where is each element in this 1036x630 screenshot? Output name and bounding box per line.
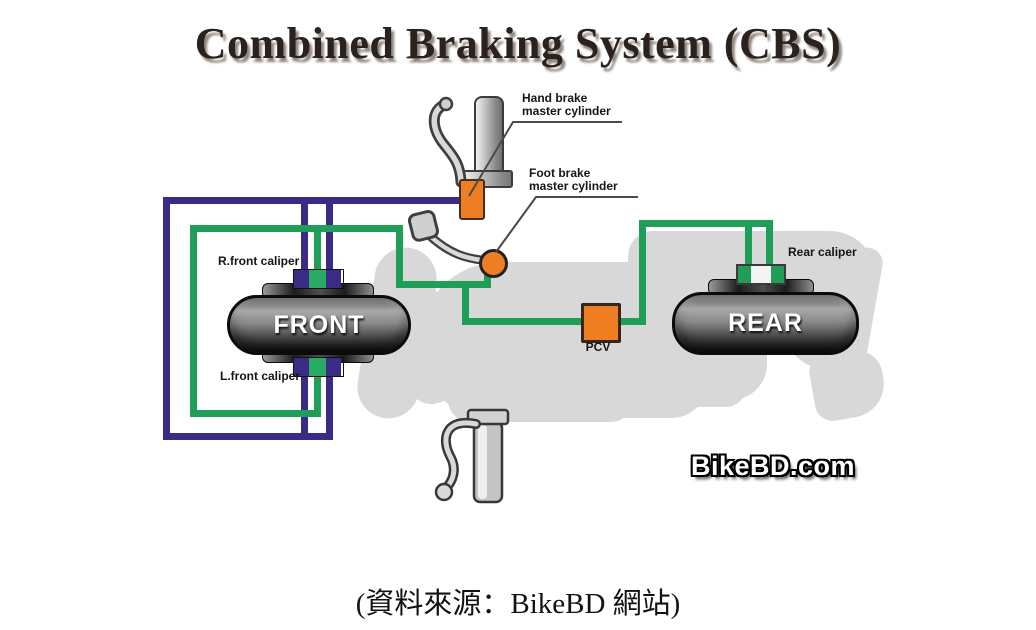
hand-brake-line-top [163, 197, 461, 204]
caliper-green-pad [309, 358, 326, 376]
caliper-purple-pad [326, 358, 341, 376]
rear-caliper-label: Rear caliper [788, 245, 857, 259]
foot-brake-line-front-left [190, 225, 197, 417]
hand-brake-lever-icon [428, 96, 467, 188]
callout-pointer-lines [468, 121, 638, 253]
foot-brake-line-front-top [190, 225, 403, 232]
source-caption: (資料來源：BikeBD 網站) [355, 588, 681, 620]
foot-brake-line-rear-top [639, 220, 773, 227]
left-front-caliper [293, 357, 344, 377]
caliper-purple-pad [294, 358, 309, 376]
pcv-label: PCV [585, 340, 611, 354]
foot-brake-label-line2: master cylinder [529, 179, 618, 194]
caliper-purple-pad [294, 270, 309, 288]
caliper-green-pad [309, 270, 326, 288]
bikebd-watermark: BikeBD.com [691, 451, 856, 481]
r-front-caliper-label: R.front caliper [218, 254, 300, 268]
foot-brake-master-cylinder [479, 249, 508, 278]
foot-brake-line-pcv-drop [462, 281, 469, 325]
silhouette-under-tail [636, 345, 746, 407]
foot-brake-line-rear-riser [639, 220, 646, 325]
caliper-purple-pad [326, 270, 341, 288]
foot-brake-line-to-master [396, 281, 491, 288]
hand-brake-master-cylinder [459, 179, 485, 220]
hand-brake-label-line2: master cylinder [522, 104, 611, 119]
silhouette-exhaust [806, 346, 890, 424]
foot-brake-line-rear-caliper-feed-1 [745, 220, 752, 268]
foot-brake-line-front-bottom [190, 410, 321, 417]
rear-wheel-label: REAR [728, 309, 803, 337]
l-front-caliper-label: L.front caliper [220, 369, 301, 383]
pcv-valve [581, 303, 621, 343]
hand-brake-line-bottom [163, 433, 333, 440]
caliper-green-pad [738, 266, 751, 283]
right-front-caliper [293, 269, 344, 289]
page-title: Combined Braking System (CBS) [194, 19, 842, 68]
front-wheel: FRONT [227, 295, 411, 355]
rear-caliper [736, 264, 786, 285]
foot-brake-line-pcv-right [612, 318, 646, 325]
rear-wheel: REAR [672, 292, 859, 355]
hand-brake-label: Hand brake master cylinder [522, 91, 611, 119]
foot-brake-line-pcv-left [462, 318, 584, 325]
hand-brake-line-left [163, 197, 170, 440]
front-wheel-label: FRONT [273, 310, 365, 339]
foot-brake-label: Foot brake master cylinder [529, 166, 618, 194]
foot-brake-line-loop-right [396, 225, 403, 288]
hand-brake-label-line1: Hand brake [522, 91, 588, 105]
caliper-green-pad [771, 266, 784, 283]
foot-brake-line-rear-caliper-feed-2 [766, 220, 773, 268]
foot-brake-label-line1: Foot brake [529, 166, 591, 180]
rear-brake-lever-icon [434, 408, 510, 504]
